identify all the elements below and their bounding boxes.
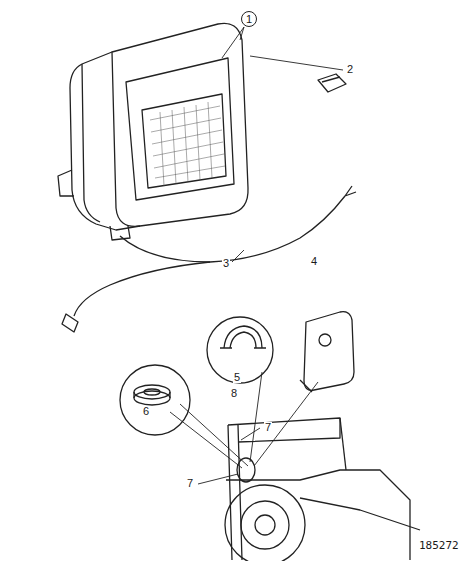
grommet — [120, 365, 190, 435]
callout-number: 2 — [346, 64, 354, 75]
callout-number: 8 — [230, 388, 238, 399]
callout-number: 5 — [233, 372, 241, 383]
plug-connector — [250, 56, 346, 92]
callout-number: 7 — [186, 478, 194, 489]
leader-lines — [170, 372, 318, 484]
machine-cab — [225, 418, 420, 561]
cable-harness — [62, 186, 356, 332]
callout-number: 3 — [222, 258, 230, 269]
callout-number: 4 — [310, 256, 318, 267]
mounting-bracket — [300, 312, 354, 392]
callout-number: 6 — [142, 406, 150, 417]
work-lamp — [58, 23, 248, 240]
callout-number: 7 — [264, 422, 272, 433]
figure-number: 185272 — [418, 540, 460, 551]
clip — [207, 317, 273, 383]
callout-number: 1 — [241, 11, 257, 27]
